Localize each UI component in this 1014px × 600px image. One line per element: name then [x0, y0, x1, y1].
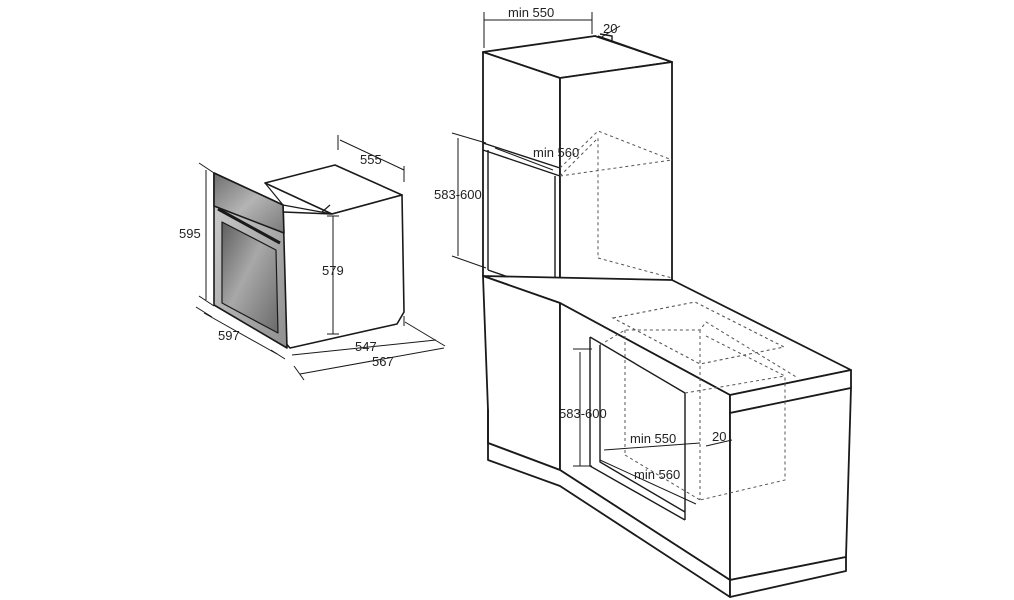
under-gap-label: 20	[712, 429, 726, 444]
under-min-depth-label: min 550	[630, 431, 676, 446]
oven-control-panel	[213, 172, 285, 234]
oven-total-depth-label: 567	[372, 354, 394, 369]
oven-handle	[217, 207, 281, 245]
tall-cabinet-hidden-lines	[559, 130, 673, 279]
under-counter-dimension-lines	[573, 348, 733, 505]
tall-min-width-label: min 560	[533, 145, 579, 160]
under-niche-height-label: 583-600	[559, 406, 607, 421]
tall-niche-height-label: 583-600	[434, 187, 482, 202]
base-cabinet-left-front	[482, 275, 561, 471]
under-min-width-label: min 560	[634, 467, 680, 482]
tall-cabinet-dimension-lines	[451, 12, 621, 269]
base-cabinet-side	[729, 387, 852, 581]
oven-dimension-lines	[195, 135, 446, 381]
base-cabinet	[482, 275, 852, 598]
under-counter-hidden-lines	[599, 321, 799, 501]
tall-cabinet-front	[482, 51, 561, 304]
oven-body-depth-label: 547	[355, 339, 377, 354]
oven-width-label: 597	[218, 328, 240, 343]
tall-gap-label: 20	[603, 21, 617, 36]
oven-glass-window	[221, 221, 279, 334]
oven-height-label: 595	[179, 226, 201, 241]
tall-min-depth-label: min 550	[508, 5, 554, 20]
tall-cabinet-side	[559, 61, 673, 304]
hob-cutout	[611, 301, 786, 365]
oven-body-height-label: 579	[322, 263, 344, 278]
dimension-labels: 595 555 579 597 547 567 min 550 20 min 5…	[179, 5, 726, 482]
oven-depth-top-label: 555	[360, 152, 382, 167]
oven-appliance	[213, 164, 405, 349]
tall-cabinet	[482, 35, 673, 304]
